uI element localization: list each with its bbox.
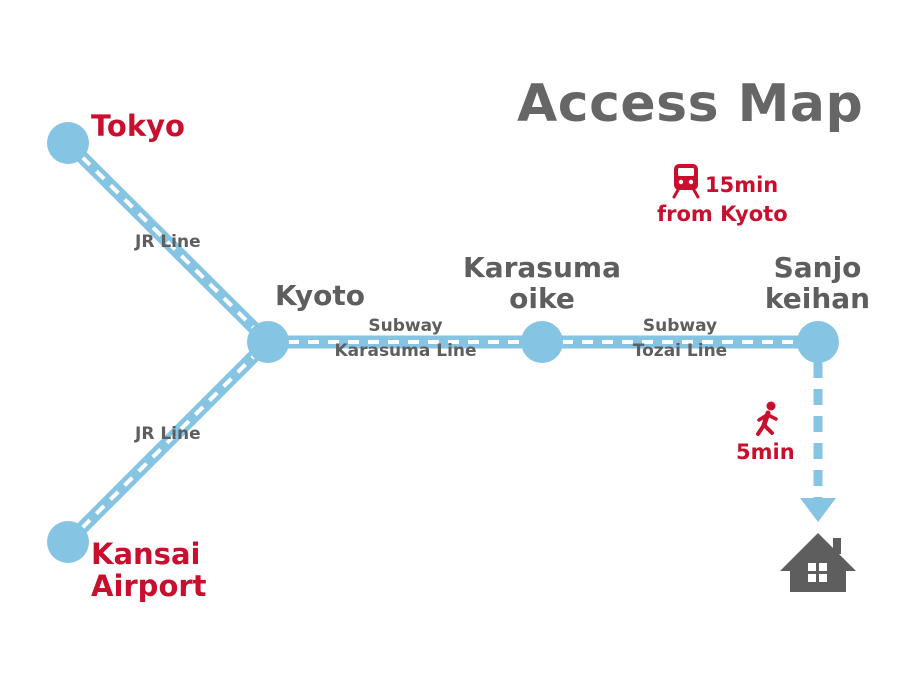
station-label-karasuma-oike: Karasuma oike [452, 254, 632, 313]
line-label-subway-karasuma-2: Karasuma Line [334, 341, 477, 361]
line-label-subway-karasuma: Subway Karasuma Line [318, 318, 493, 360]
station-label-airport: Airport [91, 569, 207, 603]
station-node-kyoto [247, 321, 289, 363]
page-title: Access Map [517, 74, 864, 134]
train-from-label: from Kyoto [657, 202, 788, 226]
station-label-tokyo: Tokyo [91, 109, 185, 143]
walking-person-icon [756, 401, 778, 436]
station-node-tokyo [47, 122, 89, 164]
station-label-kansai: Kansai [91, 537, 201, 571]
station-node-karasuma-oike [521, 321, 563, 363]
jr-line-tokyo-kyoto-dash [66, 141, 270, 344]
line-label-jr-upper: JR Line [135, 232, 201, 252]
station-node-sanjo-keihan [797, 321, 839, 363]
walk-time-label: 5min [736, 440, 795, 464]
station-label-sanjo: Sanjo [773, 251, 862, 284]
station-nodes [47, 122, 839, 563]
station-label-keihan: keihan [764, 282, 871, 315]
line-label-subway-tozai: Subway Tozai Line [610, 318, 750, 360]
arrow-down-icon [800, 498, 836, 522]
route-lines [63, 138, 836, 547]
jr-line-kansai-kyoto-dash [66, 340, 270, 544]
station-label-oike: oike [509, 282, 575, 315]
station-node-kansai-airport [47, 521, 89, 563]
train-icon [672, 164, 700, 199]
line-label-jr-lower: JR Line [135, 424, 201, 444]
line-label-subway-tozai-1: Subway [642, 316, 718, 336]
station-label-kansai-airport: Kansai Airport [91, 540, 207, 601]
house-icon [780, 533, 856, 592]
line-label-subway-karasuma-1: Subway [368, 316, 443, 336]
station-label-kyoto: Kyoto [275, 279, 366, 312]
station-label-sanjo-keihan: Sanjo keihan [755, 254, 880, 313]
station-label-karasuma: Karasuma [463, 251, 621, 284]
line-label-subway-tozai-2: Tozai Line [632, 341, 728, 361]
train-time-label: 15min [705, 173, 779, 197]
